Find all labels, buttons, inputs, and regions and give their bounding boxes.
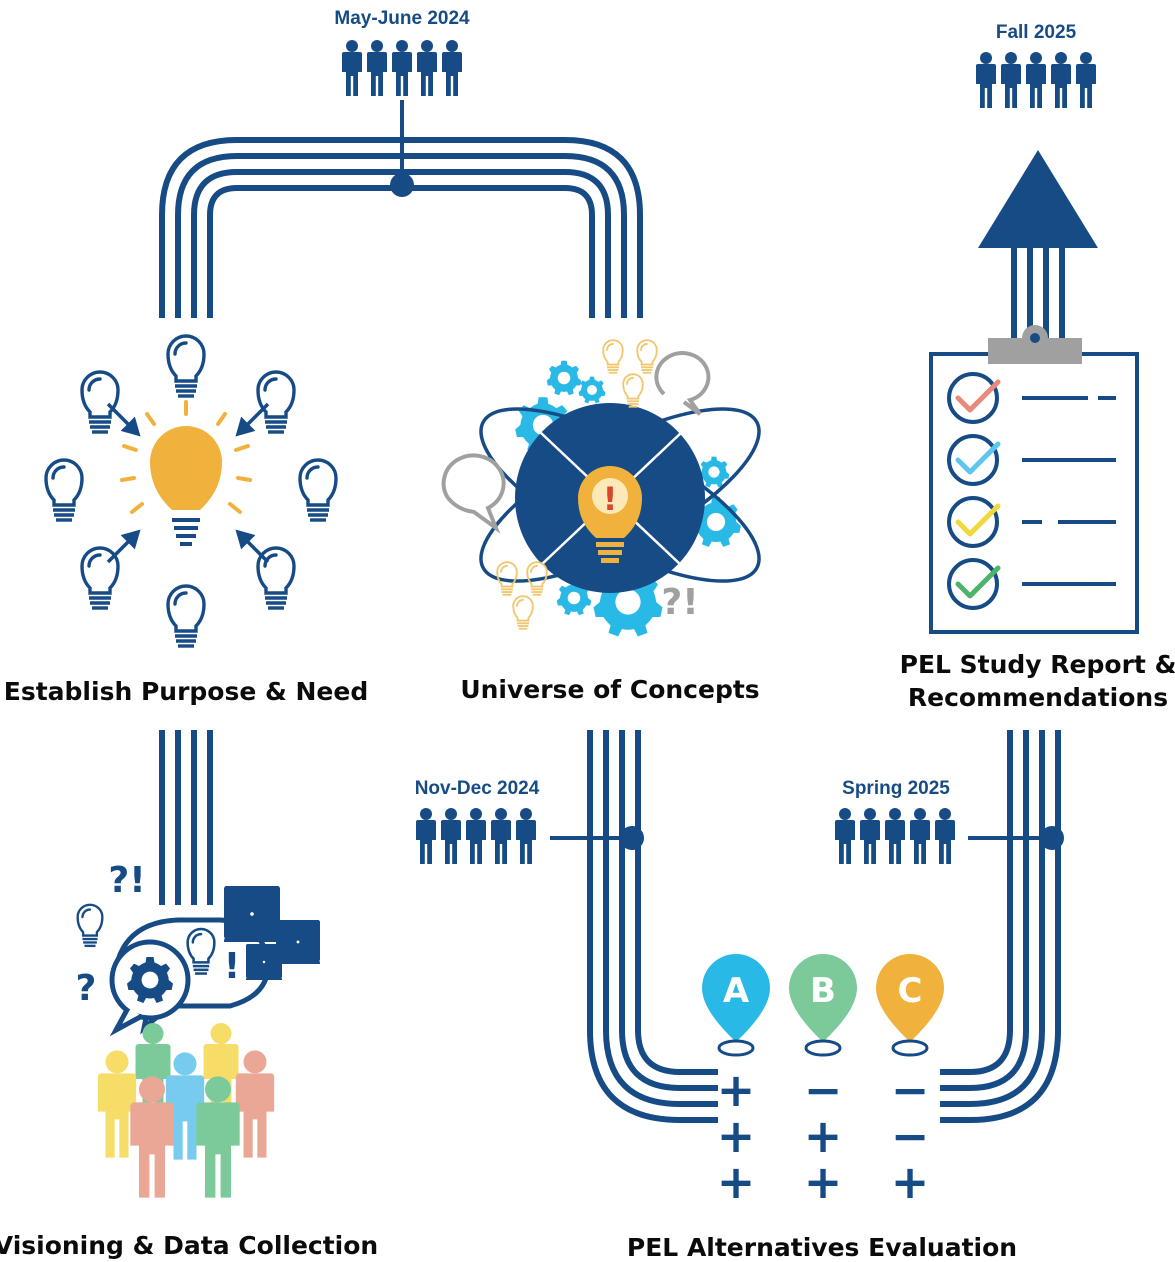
question-exclaim: ?! (108, 860, 145, 901)
bulb-icon (166, 334, 206, 398)
rating-symbol: + (717, 1109, 756, 1163)
bulb-icon (298, 458, 338, 522)
arrows-inward-icon (106, 402, 270, 564)
stage-report-line1: PEL Study Report & (900, 650, 1175, 679)
alternative-b: B−++ (789, 954, 857, 1209)
people-group-icon (97, 1023, 275, 1198)
alternative-a: A+++ (702, 954, 770, 1209)
pipeline-left-down (159, 730, 213, 905)
pipeline-bottom (587, 730, 1061, 1123)
alternatives-group: A+++B−++C−−+ (702, 954, 944, 1209)
people-icon-spring (835, 808, 955, 864)
rating-symbol: + (891, 1155, 930, 1209)
bulb-icon (166, 584, 206, 648)
milestone-nov-dec: Nov-Dec 2024 (415, 778, 540, 799)
bulb-icon (512, 595, 534, 630)
check-circle-icon (947, 558, 999, 610)
universe-concepts-icon: ! ?! (441, 339, 761, 637)
speech-bubble-icon (441, 453, 506, 534)
bulb-icon (256, 370, 296, 434)
map-pin-icon (876, 954, 944, 1042)
milestone-spring: Spring 2025 (842, 778, 950, 799)
gear-icon (578, 376, 606, 404)
stage-purpose-need: Establish Purpose & Need (4, 677, 369, 706)
pin-shadow (804, 1039, 842, 1057)
pin-letter: B (810, 971, 836, 1011)
gear-icon (225, 887, 279, 941)
central-bulb-icon (120, 400, 252, 546)
checkmark-icon (955, 441, 1001, 475)
checkmark-icon (955, 503, 1001, 537)
bulb-icon (602, 339, 624, 374)
people-icon-may-june (342, 40, 462, 96)
rating-symbol: − (891, 1063, 930, 1117)
bulb-icon (76, 903, 104, 948)
pin-letter: A (723, 971, 750, 1011)
rating-symbol: − (804, 1063, 843, 1117)
rating-symbol: + (717, 1155, 756, 1209)
exclaim-sign: ! (603, 480, 618, 518)
milestone-fall: Fall 2025 (996, 22, 1077, 43)
exclaim-mark: ! (224, 946, 240, 987)
stage-alternatives: PEL Alternatives Evaluation (627, 1233, 1017, 1262)
rating-symbol: + (804, 1155, 843, 1209)
visioning-icon: ?! ? ! (76, 860, 320, 1198)
pin-shadow (717, 1039, 755, 1057)
checklist (947, 372, 1116, 610)
node-spring (1040, 826, 1064, 850)
speech-bubble-icon (654, 351, 711, 416)
rating-symbol: − (891, 1109, 930, 1163)
pin-shadow (891, 1039, 929, 1057)
node-may-june (390, 173, 414, 197)
people-icon-fall (976, 52, 1096, 108)
check-circle-icon (947, 372, 999, 424)
idea-bulb-icon: ! (578, 466, 642, 563)
clipboard-icon (929, 325, 1139, 634)
bulb-icon (80, 370, 120, 434)
bulb-icon (622, 373, 644, 408)
pipeline-report-up (1011, 242, 1065, 340)
pin-letter: C (898, 971, 923, 1011)
alternative-c: C−−+ (876, 954, 944, 1209)
arrow-up-icon (978, 150, 1098, 248)
bulb-icon (636, 339, 658, 374)
check-circle-icon (947, 496, 999, 548)
rating-symbol: + (717, 1063, 756, 1117)
bulb-icon (44, 458, 84, 522)
question-mark: ? (76, 968, 97, 1009)
gear-icon (277, 921, 319, 963)
checkmark-icon (955, 565, 1001, 599)
rating-symbol: + (804, 1109, 843, 1163)
purpose-need-icon (44, 334, 338, 648)
people-icon-nov-dec (416, 808, 536, 864)
map-pin-icon (702, 954, 770, 1042)
map-pin-icon (789, 954, 857, 1042)
question-exclaim-grey: ?! (661, 582, 698, 623)
node-nov-dec (620, 826, 644, 850)
stage-universe-concepts: Universe of Concepts (460, 675, 759, 704)
stage-visioning: Visioning & Data Collection (0, 1231, 378, 1260)
gear-icon (546, 360, 582, 396)
milestone-may-june: May-June 2024 (334, 8, 470, 29)
stage-report-line2: Recommendations (908, 683, 1168, 712)
checkmark-icon (955, 379, 1001, 413)
check-circle-icon (947, 434, 999, 486)
